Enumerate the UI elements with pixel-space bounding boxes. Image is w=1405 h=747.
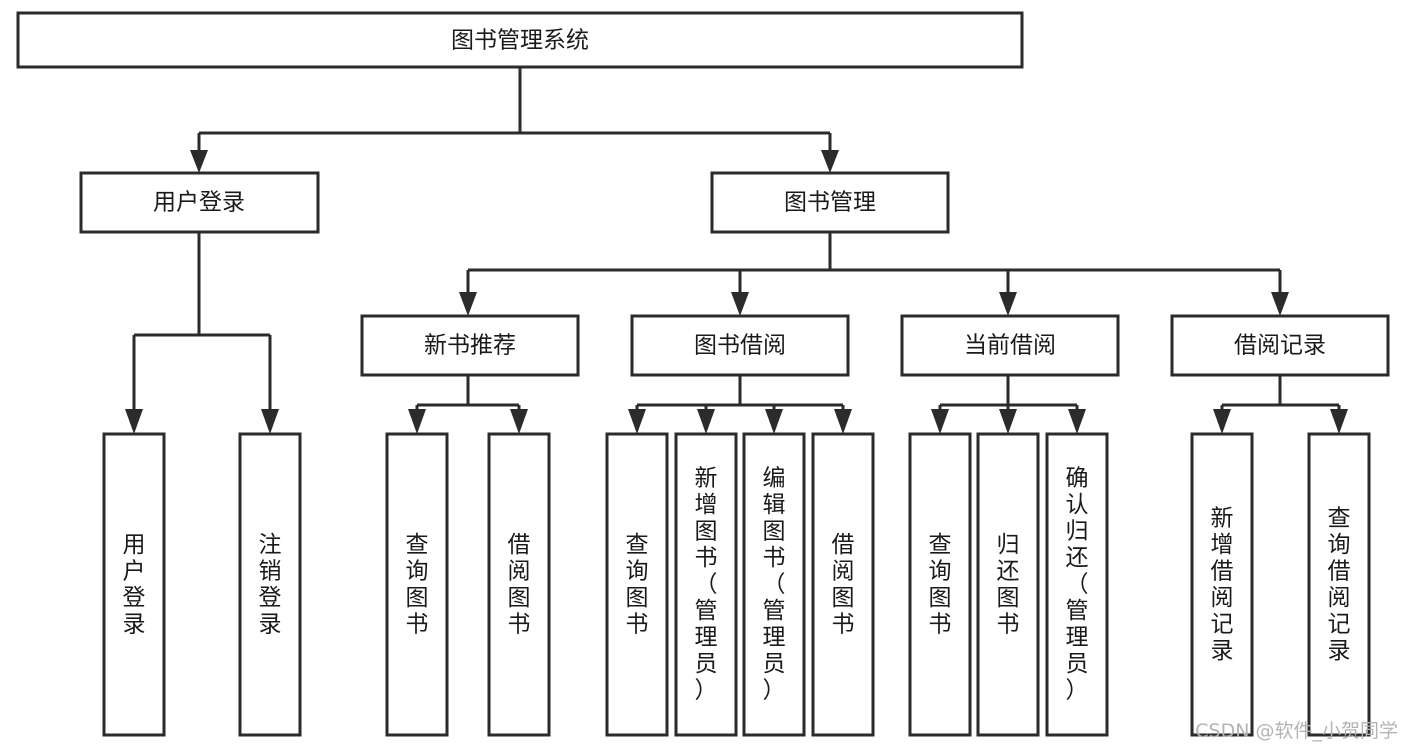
node-leaf-query-book-2-label: 查询图书 xyxy=(626,531,649,637)
node-leaf-user-logout-box[interactable] xyxy=(238,432,302,737)
arrow-head-leaf-return-book xyxy=(999,409,1017,434)
node-leaf-query-record-label: 查询借阅记录 xyxy=(1328,505,1351,664)
node-current-borrow-box[interactable] xyxy=(900,314,1120,377)
node-leaf-add-book-label: 新增图书（管理员） xyxy=(695,465,718,703)
arrow-head-leaf-user-logout xyxy=(261,409,279,434)
node-book-manage-box[interactable] xyxy=(710,171,950,234)
node-current-borrow[interactable]: 当前借阅 xyxy=(900,314,1120,377)
node-borrow-record-box[interactable] xyxy=(1170,314,1390,377)
arrow-head-leaf-add-record xyxy=(1213,409,1231,434)
node-leaf-borrow-book-2-box[interactable] xyxy=(811,432,875,737)
node-leaf-query-record[interactable]: 查询借阅记录 xyxy=(1307,432,1371,737)
node-root-label: 图书管理系统 xyxy=(451,28,589,54)
arrow-head-leaf-query-record xyxy=(1330,409,1348,434)
node-leaf-borrow-book-1-box[interactable] xyxy=(487,432,551,737)
node-leaf-confirm-return-box[interactable] xyxy=(1045,432,1109,737)
node-user-login[interactable]: 用户登录 xyxy=(79,171,320,234)
arrow-head-leaf-query-book-2 xyxy=(628,409,646,434)
node-leaf-borrow-book-2[interactable]: 借阅图书 xyxy=(811,432,875,737)
node-root[interactable]: 图书管理系统 xyxy=(16,11,1024,69)
node-leaf-user-logout[interactable]: 注销登录 xyxy=(238,432,302,737)
node-leaf-edit-book[interactable]: 编辑图书（管理员） xyxy=(742,432,806,737)
node-leaf-query-book-1[interactable]: 查询图书 xyxy=(385,432,449,737)
node-leaf-query-book-3[interactable]: 查询图书 xyxy=(908,432,972,737)
arrow-head-book-borrow xyxy=(731,292,749,316)
arrow-head-leaf-borrow-book-2 xyxy=(834,409,852,434)
arrow-head-leaf-user-login xyxy=(125,409,143,434)
node-leaf-borrow-book-2-label: 借阅图书 xyxy=(832,531,855,637)
node-book-borrow-box[interactable] xyxy=(630,314,850,377)
arrow-head-current-borrow xyxy=(999,292,1017,316)
node-leaf-borrow-book-1-label: 借阅图书 xyxy=(508,531,531,637)
node-leaf-edit-book-label: 编辑图书（管理员） xyxy=(763,465,786,703)
node-root-box[interactable] xyxy=(16,11,1024,69)
node-current-borrow-label: 当前借阅 xyxy=(964,333,1056,359)
node-leaf-return-book-label: 归还图书 xyxy=(997,531,1020,637)
node-user-login-box[interactable] xyxy=(79,171,320,234)
node-leaf-add-book-box[interactable] xyxy=(674,432,738,737)
node-book-manage-label: 图书管理 xyxy=(784,190,876,216)
node-leaf-query-book-2-box[interactable] xyxy=(605,432,669,737)
node-leaf-user-logout-label: 注销登录 xyxy=(259,531,282,637)
arrow-head-new-book xyxy=(459,292,477,316)
node-leaf-edit-book-box[interactable] xyxy=(742,432,806,737)
arrow-head-user-login xyxy=(190,150,208,173)
node-user-login-label: 用户登录 xyxy=(153,190,245,216)
arrow-head-leaf-confirm-return xyxy=(1068,409,1086,434)
node-new-book-recommend-box[interactable] xyxy=(360,314,580,377)
node-leaf-add-record-label: 新增借阅记录 xyxy=(1211,505,1234,664)
node-leaf-return-book[interactable]: 归还图书 xyxy=(976,432,1040,737)
arrow-head-borrow-record xyxy=(1271,292,1289,316)
node-borrow-record-label: 借阅记录 xyxy=(1234,333,1326,359)
node-leaf-query-record-box[interactable] xyxy=(1307,432,1371,737)
arrow-head-leaf-borrow-book-1 xyxy=(510,409,528,434)
arrow-head-leaf-add-book xyxy=(697,409,715,434)
node-leaf-return-book-box[interactable] xyxy=(976,432,1040,737)
node-leaf-borrow-book-1[interactable]: 借阅图书 xyxy=(487,432,551,737)
arrow-head-leaf-query-book-3 xyxy=(931,409,949,434)
node-leaf-query-book-1-box[interactable] xyxy=(385,432,449,737)
node-leaf-user-login[interactable]: 用户登录 xyxy=(102,432,166,737)
node-book-manage[interactable]: 图书管理 xyxy=(710,171,950,234)
node-leaf-add-record-box[interactable] xyxy=(1190,432,1254,737)
node-leaf-confirm-return-label: 确认归还（管理员） xyxy=(1066,465,1089,703)
node-new-book-recommend[interactable]: 新书推荐 xyxy=(360,314,580,377)
connector-layer xyxy=(125,67,1348,434)
node-leaf-confirm-return[interactable]: 确认归还（管理员） xyxy=(1045,432,1109,737)
node-leaf-query-book-1-label: 查询图书 xyxy=(406,531,429,637)
arrow-head-book-manage xyxy=(821,150,839,173)
node-leaf-query-book-3-label: 查询图书 xyxy=(929,531,952,637)
node-borrow-record[interactable]: 借阅记录 xyxy=(1170,314,1390,377)
node-new-book-recommend-label: 新书推荐 xyxy=(424,333,516,359)
node-leaf-add-book[interactable]: 新增图书（管理员） xyxy=(674,432,738,737)
node-leaf-query-book-3-box[interactable] xyxy=(908,432,972,737)
node-leaf-user-login-box[interactable] xyxy=(102,432,166,737)
node-book-borrow[interactable]: 图书借阅 xyxy=(630,314,850,377)
arrow-head-leaf-edit-book xyxy=(765,409,783,434)
node-leaf-query-book-2[interactable]: 查询图书 xyxy=(605,432,669,737)
node-leaf-add-record[interactable]: 新增借阅记录 xyxy=(1190,432,1254,737)
arrow-head-leaf-query-book-1 xyxy=(408,409,426,434)
node-leaf-user-login-label: 用户登录 xyxy=(123,531,146,637)
node-book-borrow-label: 图书借阅 xyxy=(694,333,786,359)
csdn-watermark: CSDN @软件_小贺同学 xyxy=(1195,720,1398,742)
